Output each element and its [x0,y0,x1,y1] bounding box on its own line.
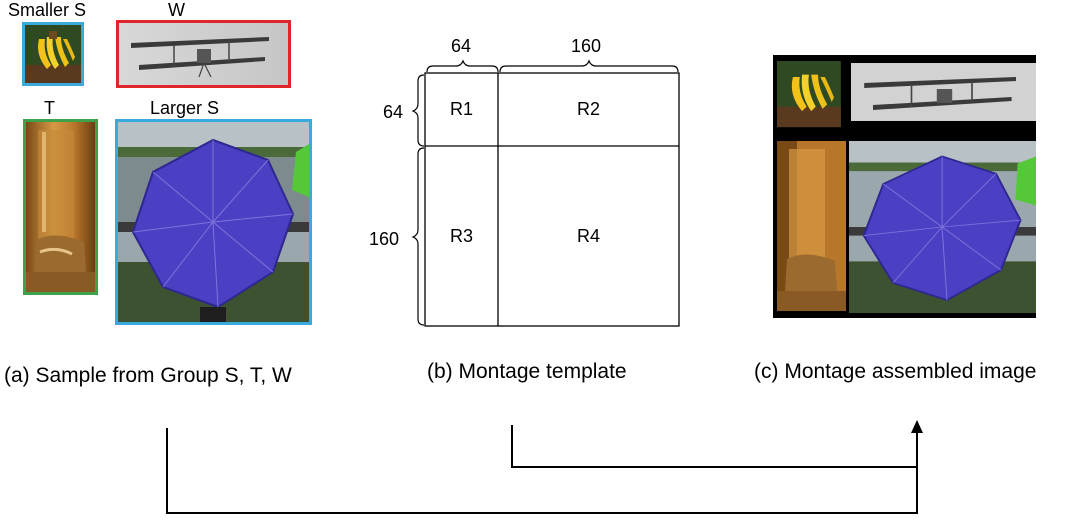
region-r4: R4 [576,225,600,246]
caption-c: (c) Montage assembled image [754,360,1037,383]
w-thumbnail [116,20,291,88]
row-size-1: 64 [383,102,404,122]
banana-image [25,25,81,83]
arrow-from-b [511,425,917,468]
region-r2: R2 [576,99,600,119]
smaller-s-thumbnail [22,22,84,86]
brace-top-64 [426,59,499,73]
row-size-2: 160 [369,229,400,249]
brace-left-160 [411,147,425,326]
label-w: W [168,0,185,20]
t-thumbnail [23,119,98,295]
biplane-image [119,23,288,85]
umbrella-image [118,122,309,322]
brace-top-160 [499,59,679,73]
glass-image [26,122,95,292]
col-size-2: 160 [571,36,602,56]
label-t: T [44,98,55,118]
arrow-from-a [166,428,918,514]
label-smaller-s: Smaller S [8,0,87,20]
assembled-montage [773,55,1036,318]
larger-s-thumbnail [115,119,312,325]
arrowhead-icon [911,420,923,433]
brace-left-64 [411,74,425,147]
caption-b: (b) Montage template [427,360,627,383]
label-larger-s: Larger S [150,98,220,118]
region-r3: R3 [449,225,473,246]
caption-a: (a) Sample from Group S, T, W [4,364,292,387]
region-r1: R1 [449,99,473,119]
col-size-1: 64 [451,36,472,56]
